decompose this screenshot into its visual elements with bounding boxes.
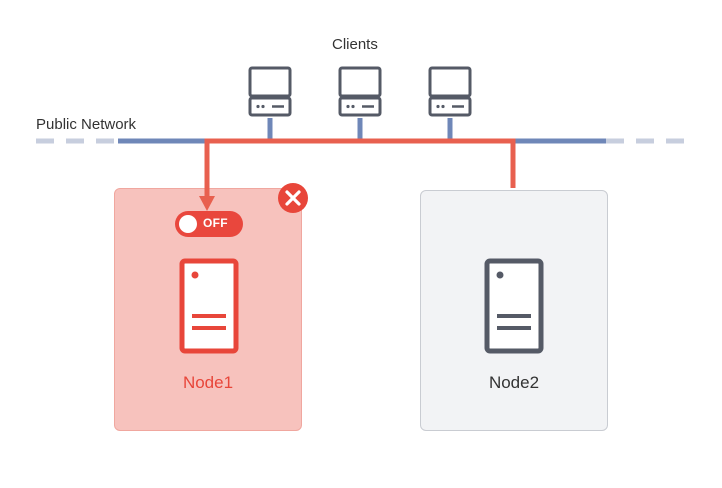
node1-label: Node1 [182, 373, 234, 392]
client-drop-lines [267, 118, 453, 141]
server-icon [179, 258, 239, 354]
toggle-knob [179, 215, 197, 233]
node2-box: Node2 [420, 190, 608, 431]
public-network-label: Public Network [36, 116, 137, 133]
client-computer-icon [248, 66, 292, 117]
toggle-off-label: OFF [203, 216, 228, 230]
clients-label: Clients [332, 36, 378, 53]
server-icon [484, 258, 544, 354]
node2-label: Node2 [488, 373, 540, 392]
node1-box: OFF Node1 [114, 188, 302, 431]
client-computer-icon [338, 66, 382, 117]
client-computer-icon [428, 66, 472, 117]
power-toggle-icon: OFF [175, 211, 243, 237]
